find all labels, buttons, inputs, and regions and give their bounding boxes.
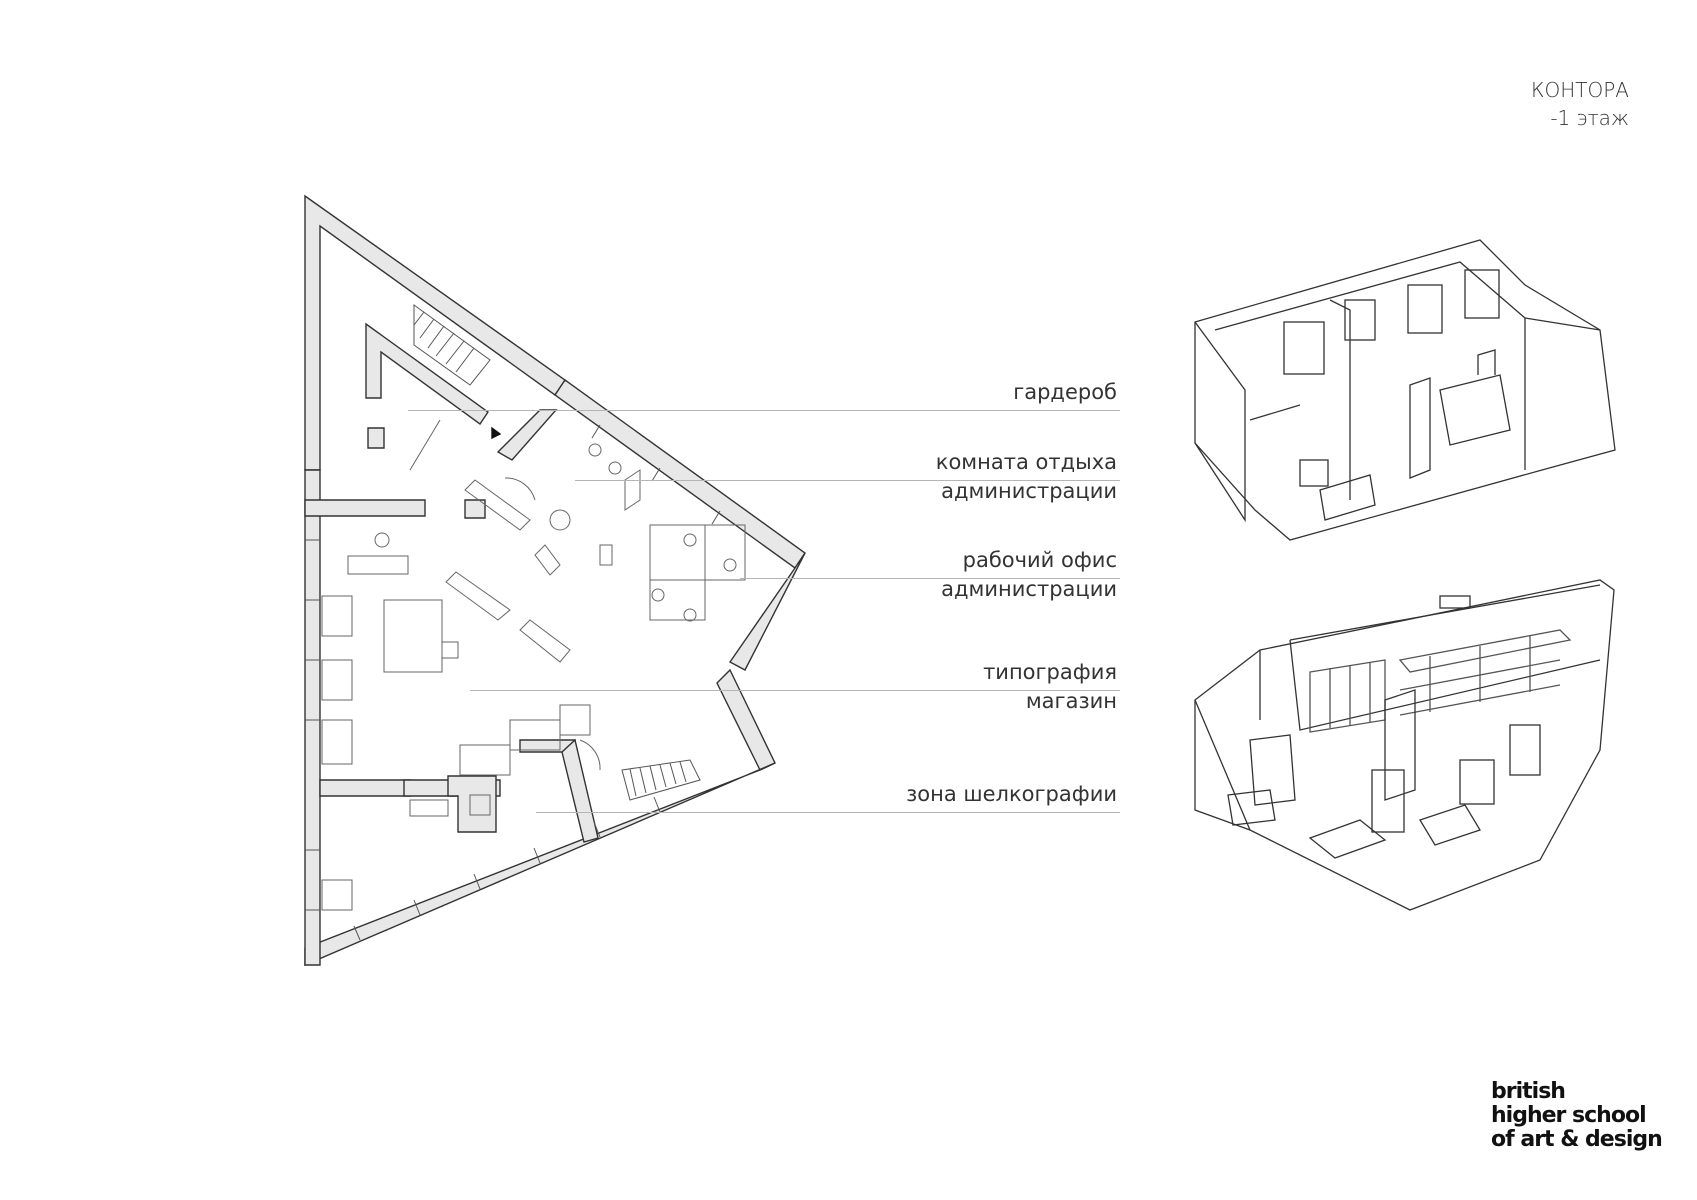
label-print-shop-line2: магазин <box>1025 689 1117 713</box>
label-screen-printing: зона шелкографии <box>906 780 1117 809</box>
label-rest-room: комната отдыха администрации <box>936 448 1117 506</box>
outer-walls <box>304 194 806 967</box>
entrance-arrow-icon <box>491 426 502 440</box>
label-office-line1: рабочий офис <box>962 548 1117 572</box>
label-office: рабочий офис администрации <box>941 546 1117 604</box>
label-wardrobe-line: гардероб <box>1013 380 1117 404</box>
plan-title: КОНТОРА -1 этаж <box>1531 76 1629 132</box>
leader-line-office <box>740 578 1120 579</box>
furniture <box>321 443 746 911</box>
label-rest-room-line2: администрации <box>941 479 1117 503</box>
doors <box>409 419 601 771</box>
plan-title-name: КОНТОРА <box>1531 78 1629 102</box>
label-rest-room-line1: комната отдыха <box>935 450 1117 474</box>
leader-line-rest-room <box>575 480 1120 481</box>
axonometric-office <box>1194 239 1616 541</box>
leader-line-wardrobe <box>408 410 1120 411</box>
window-marks <box>305 424 721 941</box>
plan-title-floor: -1 этаж <box>1550 106 1629 130</box>
logo-line2: higher school <box>1491 1103 1647 1128</box>
school-logo: british higher school of art & design <box>1491 1079 1663 1152</box>
stair-lower <box>621 759 701 801</box>
label-print-shop: типография магазин <box>983 658 1117 716</box>
label-print-shop-line1: типография <box>983 660 1117 684</box>
axonometric-print-shop <box>1194 579 1615 911</box>
label-wardrobe: гардероб <box>1013 378 1117 407</box>
label-office-line2: администрации <box>941 577 1117 601</box>
shelving <box>1398 629 1572 716</box>
logo-line3: of art & design <box>1491 1127 1663 1152</box>
label-screen-printing-line: зона шелкографии <box>906 782 1117 806</box>
leader-line-screen-printing <box>536 812 1120 813</box>
logo-line1: british <box>1491 1079 1566 1104</box>
leader-line-print-shop <box>470 690 1120 691</box>
stair-upper <box>413 304 491 386</box>
